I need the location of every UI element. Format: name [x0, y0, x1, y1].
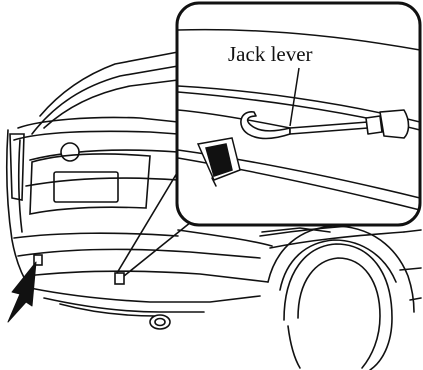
bumper-cover-right: [115, 273, 124, 284]
pointer-arrow: [8, 262, 36, 322]
emblem: [61, 143, 79, 161]
left-taillight: [10, 134, 24, 200]
license-plate-area: [30, 154, 150, 214]
exhaust-pipe: [150, 315, 170, 329]
jack-lever-label: Jack lever: [228, 44, 313, 65]
